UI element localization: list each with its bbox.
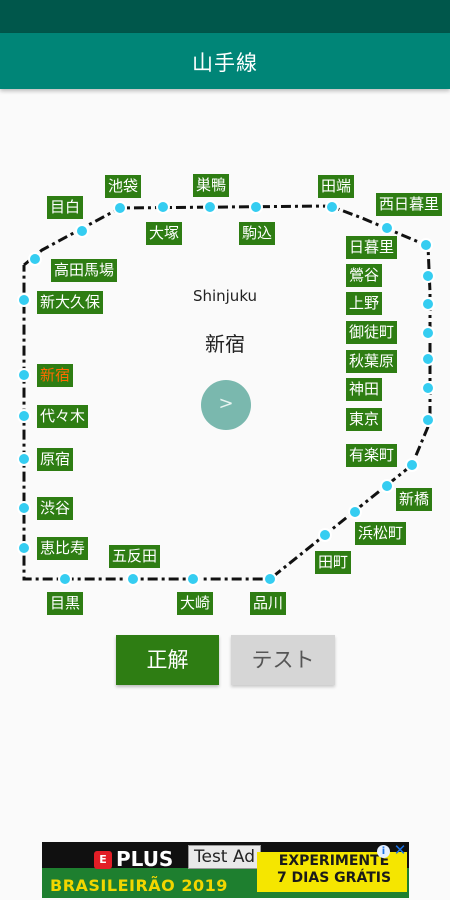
station-node[interactable] xyxy=(421,297,435,311)
station-romaji: Shinjuku xyxy=(192,287,258,305)
app-bar: 山手線 xyxy=(0,33,450,89)
station-label-tokyo: 東京 xyxy=(346,408,383,431)
status-bar xyxy=(0,0,450,33)
ad-cta-line1: EXPERIMENTE xyxy=(278,853,390,869)
ad-test-label: Test Ad xyxy=(188,845,262,869)
station-label-okachimachi: 御徒町 xyxy=(346,321,398,344)
station-node[interactable] xyxy=(380,221,394,235)
station-nodes xyxy=(17,200,435,586)
station-label-ebisu: 恵比寿 xyxy=(37,537,89,560)
station-node[interactable] xyxy=(348,505,362,519)
station-label-nishi-nippori: 西日暮里 xyxy=(376,193,443,216)
station-label-yoyogi: 代々木 xyxy=(37,405,89,428)
station-kanji: 新宿 xyxy=(205,332,245,356)
station-node[interactable] xyxy=(421,269,435,283)
test-button[interactable]: テスト xyxy=(231,635,335,685)
station-label-shinjuku: 新宿 xyxy=(37,364,74,387)
station-label-sugamo: 巣鴨 xyxy=(193,174,230,197)
station-node[interactable] xyxy=(325,200,339,214)
station-label-osaki: 大崎 xyxy=(177,592,214,615)
station-label-yurakucho: 有楽町 xyxy=(346,444,398,467)
station-label-tamachi: 田町 xyxy=(315,551,352,574)
station-node[interactable] xyxy=(17,501,31,515)
station-node[interactable] xyxy=(421,381,435,395)
station-node[interactable] xyxy=(17,409,31,423)
station-node[interactable] xyxy=(203,200,217,214)
station-label-uguisudani: 鶯谷 xyxy=(346,264,383,287)
ad-brasileirao-text: BRASILEIRÃO 2019 xyxy=(50,876,228,895)
ad-e-logo: E xyxy=(94,851,112,869)
station-label-nippori: 日暮里 xyxy=(346,236,398,259)
station-node[interactable] xyxy=(58,572,72,586)
station-label-gotanda: 五反田 xyxy=(109,545,161,568)
station-node[interactable] xyxy=(421,352,435,366)
station-node[interactable] xyxy=(405,458,419,472)
station-label-shinagawa: 品川 xyxy=(250,592,287,615)
station-label-shimbashi: 新橋 xyxy=(396,488,433,511)
answer-button[interactable]: 正解 xyxy=(116,635,219,685)
station-label-meguro: 目黒 xyxy=(47,592,84,615)
ad-plus-text: PLUS xyxy=(116,847,174,871)
station-label-harajuku: 原宿 xyxy=(37,448,74,471)
ad-cta-box[interactable] xyxy=(257,852,407,892)
station-node[interactable] xyxy=(156,200,170,214)
next-button[interactable]: > xyxy=(201,380,251,430)
station-label-hamamatsucho: 浜松町 xyxy=(355,522,407,545)
station-node[interactable] xyxy=(113,201,127,215)
station-label-otsuka: 大塚 xyxy=(146,222,183,245)
station-node[interactable] xyxy=(17,541,31,555)
ad-info-icon[interactable]: i xyxy=(377,845,390,858)
station-node[interactable] xyxy=(421,413,435,427)
station-node[interactable] xyxy=(126,572,140,586)
station-node[interactable] xyxy=(28,252,42,266)
station-node[interactable] xyxy=(421,326,435,340)
station-node[interactable] xyxy=(318,528,332,542)
station-label-akihabara: 秋葉原 xyxy=(346,350,398,373)
track-line xyxy=(22,204,432,581)
station-node[interactable] xyxy=(17,452,31,466)
station-node[interactable] xyxy=(17,293,31,307)
station-label-komagome: 駒込 xyxy=(239,222,276,245)
station-label-takadanobaba: 高田馬場 xyxy=(51,259,118,282)
station-label-kanda: 神田 xyxy=(346,378,383,401)
station-node[interactable] xyxy=(263,572,277,586)
ad-close-icon[interactable]: ✕ xyxy=(393,842,407,859)
station-node[interactable] xyxy=(380,479,394,493)
ad-banner[interactable]: E PLUS BRASILEIRÃO 2019 Test Ad EXPERIME… xyxy=(42,842,409,898)
station-label-mejiro: 目白 xyxy=(47,196,84,219)
station-label-shin-okubo: 新大久保 xyxy=(37,291,104,314)
ad-cta-line2: 7 DIAS GRÁTIS xyxy=(276,870,392,886)
station-node[interactable] xyxy=(75,224,89,238)
station-label-tabata: 田端 xyxy=(318,175,355,198)
station-node[interactable] xyxy=(17,368,31,382)
station-node[interactable] xyxy=(419,238,433,252)
station-label-ueno: 上野 xyxy=(346,292,383,315)
station-label-shibuya: 渋谷 xyxy=(37,497,74,520)
station-node[interactable] xyxy=(186,572,200,586)
app-title: 山手線 xyxy=(192,51,258,75)
station-label-ikebukuro: 池袋 xyxy=(105,175,142,198)
station-node[interactable] xyxy=(249,200,263,214)
